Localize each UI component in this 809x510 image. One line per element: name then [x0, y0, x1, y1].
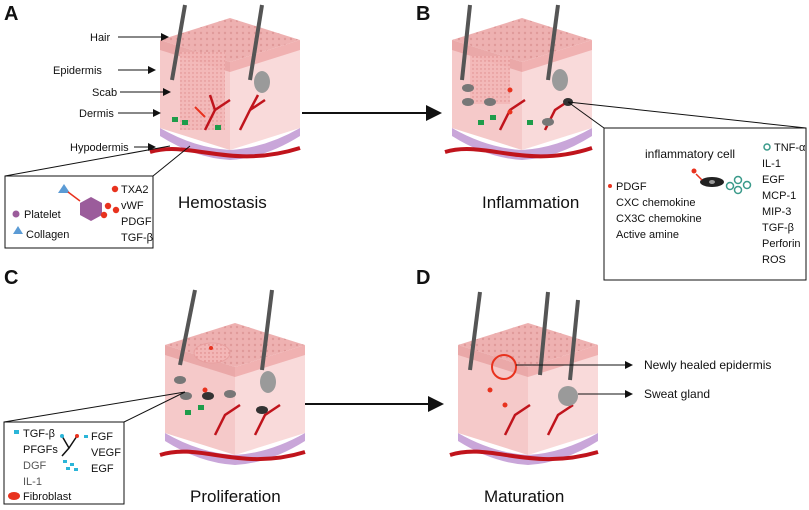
factor-a-4: TGF-β	[121, 232, 153, 244]
receptor-icon	[61, 435, 78, 457]
scab-area	[180, 52, 225, 130]
label-dermis: Dermis	[79, 108, 114, 120]
factor-c-left-3: DGF	[23, 460, 47, 472]
panel-letter-c: C	[4, 267, 18, 289]
inset-box-a	[4, 175, 154, 249]
hair-strand	[170, 4, 187, 81]
collagen-icon	[58, 184, 70, 193]
panel-c: C Proliferation	[3, 267, 306, 506]
legend-platelet: Platelet	[24, 209, 61, 221]
stage-proliferation: Proliferation	[190, 487, 281, 506]
skin-block-a	[149, 4, 301, 160]
factor-b-right-5: MIP-3	[762, 206, 791, 218]
panel-a: A Hair Epidermis Scab Dermis Hy	[4, 3, 301, 249]
collagen-icon	[13, 226, 23, 234]
factor-c-right-1: FGF	[91, 431, 113, 443]
sweat-gland-icon	[558, 386, 578, 406]
factor-b-right-7: Perforin	[762, 238, 801, 250]
label-sweat-gland: Sweat gland	[644, 387, 710, 401]
label-epidermis: Epidermis	[53, 65, 102, 77]
label-hypodermis: Hypodermis	[70, 142, 129, 154]
factor-c-right-3: EGF	[91, 463, 114, 475]
factor-a-2: vWF	[121, 200, 144, 212]
inflammatory-cell-title: inflammatory cell	[645, 147, 735, 161]
legend-fibroblast: Fibroblast	[23, 491, 71, 503]
platelet-icon	[12, 210, 20, 218]
label-newly-healed-epidermis: Newly healed epidermis	[644, 358, 771, 372]
growth-factor-icon	[14, 430, 19, 434]
stage-hemostasis: Hemostasis	[178, 193, 267, 212]
healed-epidermis-marker	[491, 354, 517, 380]
factor-c-right-2: VEGF	[91, 447, 121, 459]
factor-b-right-4: MCP-1	[762, 190, 796, 202]
factor-b-right-3: EGF	[762, 174, 785, 186]
panel-letter-a: A	[4, 3, 18, 25]
factor-b-right-8: ROS	[762, 254, 786, 266]
inset-box-b	[603, 127, 807, 281]
factor-c-left-1: TGF-β	[23, 428, 55, 440]
factor-b-left-2: CXC chemokine	[616, 197, 695, 209]
factor-b-right-6: TGF-β	[762, 222, 794, 234]
factor-b-left-4: Active amine	[616, 229, 679, 241]
factor-b-right-2: IL-1	[762, 158, 781, 170]
follicle-bulb	[254, 71, 270, 93]
skin-block-d	[449, 291, 599, 465]
stage-maturation: Maturation	[484, 487, 564, 506]
activated-platelet-icon	[80, 197, 102, 221]
skin-block-c	[159, 289, 306, 465]
factor-c-left-4: IL-1	[23, 476, 42, 488]
factor-b-right-1: TNF-α	[774, 142, 806, 154]
panel-letter-d: D	[416, 267, 430, 289]
panel-b: B Inflammation	[416, 3, 807, 281]
factor-b-left-1: PDGF	[616, 181, 647, 193]
factor-b-left-3: CX3C chemokine	[616, 213, 702, 225]
factor-a-3: PDGF	[121, 216, 152, 228]
stage-inflammation: Inflammation	[482, 193, 579, 212]
label-hair: Hair	[90, 32, 111, 44]
factor-a-1: TXA2	[121, 184, 149, 196]
legend-collagen: Collagen	[26, 229, 69, 241]
fibroblast-icon	[8, 492, 20, 500]
factor-c-left-2: PFGFs	[23, 444, 58, 456]
panel-d: D Newly healed epidermis Sweat gland Mat…	[416, 267, 771, 506]
skin-block-b	[444, 4, 593, 160]
label-scab: Scab	[92, 87, 117, 99]
panel-letter-b: B	[416, 3, 430, 25]
